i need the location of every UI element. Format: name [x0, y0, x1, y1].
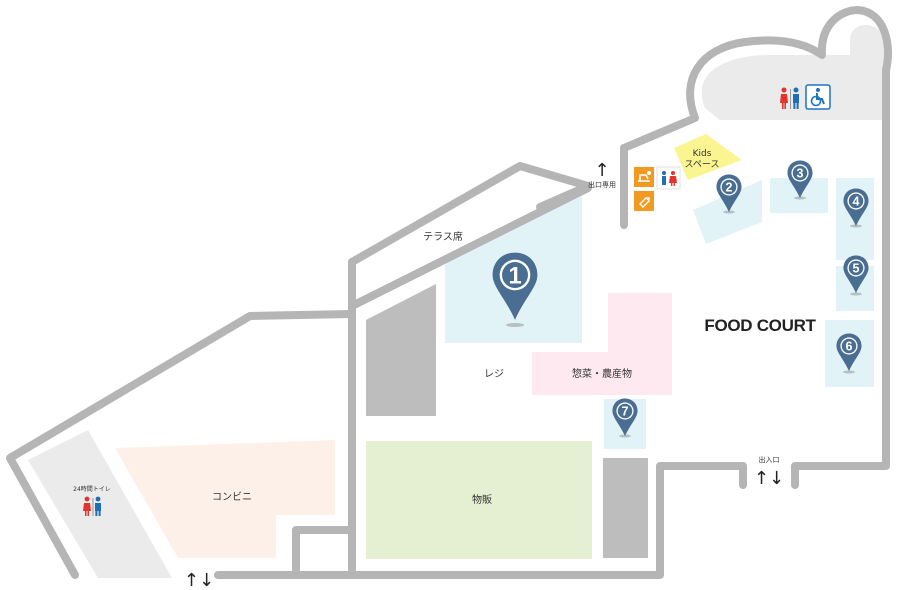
shop-pin-5[interactable]: 5 — [843, 255, 869, 294]
food-court-label: FOOD COURT — [704, 316, 816, 335]
restroom-rotunda-area — [701, 25, 885, 120]
toilet-24h-icon — [83, 496, 101, 516]
shop-pin-7-number: 7 — [622, 405, 629, 419]
shop-pins: 1 2 3 4 5 6 7 — [492, 160, 869, 438]
shop-pin-1-number: 1 — [508, 263, 521, 289]
shop-pin-3[interactable]: 3 — [787, 160, 813, 199]
shop-pin-6[interactable]: 6 — [836, 333, 862, 372]
coupon-icon — [634, 191, 654, 211]
floor-zones — [28, 25, 885, 578]
deli-area — [532, 293, 672, 395]
shop-pin-4[interactable]: 4 — [843, 188, 869, 227]
retail-area — [366, 441, 592, 559]
kids-space-area — [674, 134, 742, 180]
shop-pin-6-number: 6 — [846, 340, 853, 354]
shop-pin-3-number: 3 — [797, 167, 804, 181]
convenience-label: コンビニ — [212, 491, 252, 503]
entrance-arrow-right: ↑↓ — [754, 468, 784, 489]
toilet-24h-label: 24時間トイレ — [73, 485, 111, 493]
shop-pin-5-number: 5 — [853, 262, 860, 276]
restroom-icon — [780, 87, 799, 109]
nursing-room-icon — [634, 167, 654, 187]
shop-pin-1[interactable]: 1 — [492, 252, 538, 320]
shop-pin-4-number: 4 — [853, 195, 860, 209]
service-area-bottom — [603, 458, 648, 558]
area-labels: テラス席 レジ 惣菜・農産物 物販 コンビニ FOOD COURT Kids ス… — [73, 149, 817, 506]
entrance-label: 出入口 — [759, 455, 780, 464]
register-label: レジ — [484, 369, 504, 380]
shop-pin-7[interactable]: 7 — [612, 398, 638, 437]
kids-space-label-line2: スペース — [685, 160, 720, 170]
wheelchair-icon — [805, 84, 831, 110]
kids-restroom-icon — [656, 166, 681, 190]
convenience-area — [115, 440, 335, 558]
kids-space-label-line1: Kids — [693, 149, 712, 159]
service-area-left — [366, 284, 436, 416]
walls — [6, 6, 892, 579]
shop-pin-2-number: 2 — [726, 181, 733, 195]
facility-icons — [83, 84, 831, 516]
retail-label: 物販 — [472, 493, 492, 506]
direction-arrows: ↑ ↑↓ ↑↓ — [184, 160, 784, 590]
exit-only-label: 出口専用 — [588, 180, 616, 189]
deli-label: 惣菜・農産物 — [572, 367, 632, 380]
exit-arrow: ↑ — [594, 160, 609, 181]
entrance-arrow-left: ↑↓ — [184, 570, 214, 590]
shop-pin-2[interactable]: 2 — [716, 174, 742, 213]
terrace-label: テラス席 — [423, 230, 463, 243]
